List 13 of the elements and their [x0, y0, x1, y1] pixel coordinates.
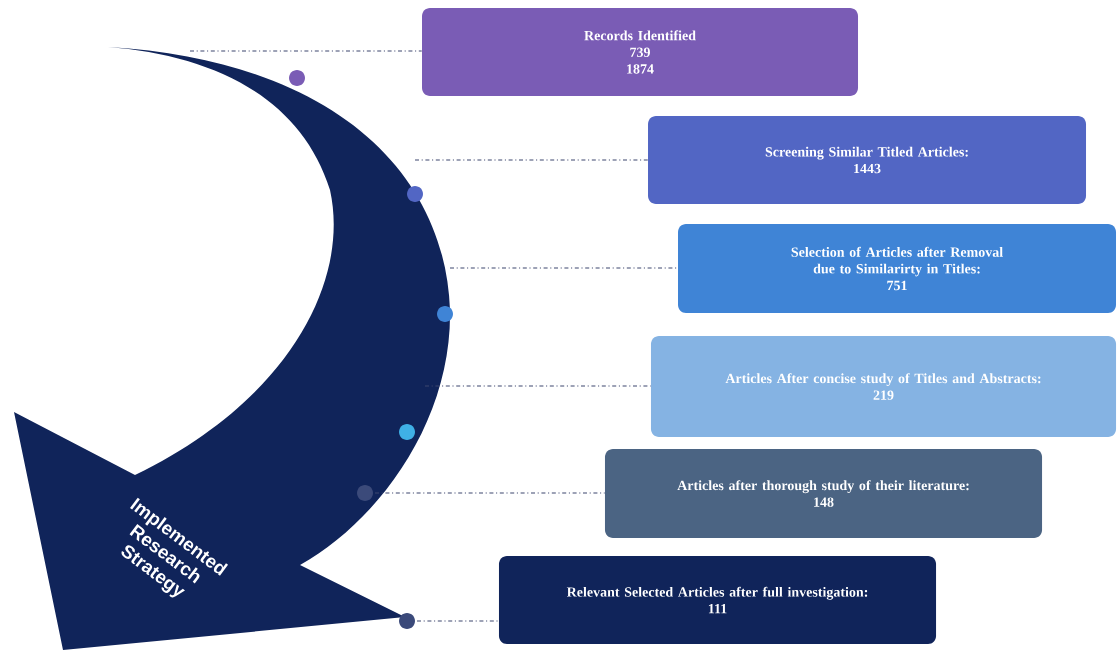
process-box: Relevant Selected Articles after full investigation: 111	[498, 556, 937, 644]
leader-line	[414, 159, 649, 161]
leader-line	[416, 620, 500, 622]
process-box: Records Identified 739 1874	[422, 8, 858, 96]
leader-line	[449, 267, 679, 269]
curved-arrow	[14, 47, 450, 650]
leader-line	[424, 385, 652, 387]
process-box: Selection of Articles after Removal due to Similarirty in Titles: 751	[678, 223, 1116, 314]
leader-line	[189, 50, 423, 52]
process-box: Screening Similar Titled Articles: 1443	[648, 116, 1086, 204]
leader-line	[374, 492, 606, 494]
process-box: Articles After concise study of Titles and Abstracts: 219	[650, 335, 1117, 438]
process-box: Articles after thorough study of their literature: 148	[604, 448, 1043, 539]
